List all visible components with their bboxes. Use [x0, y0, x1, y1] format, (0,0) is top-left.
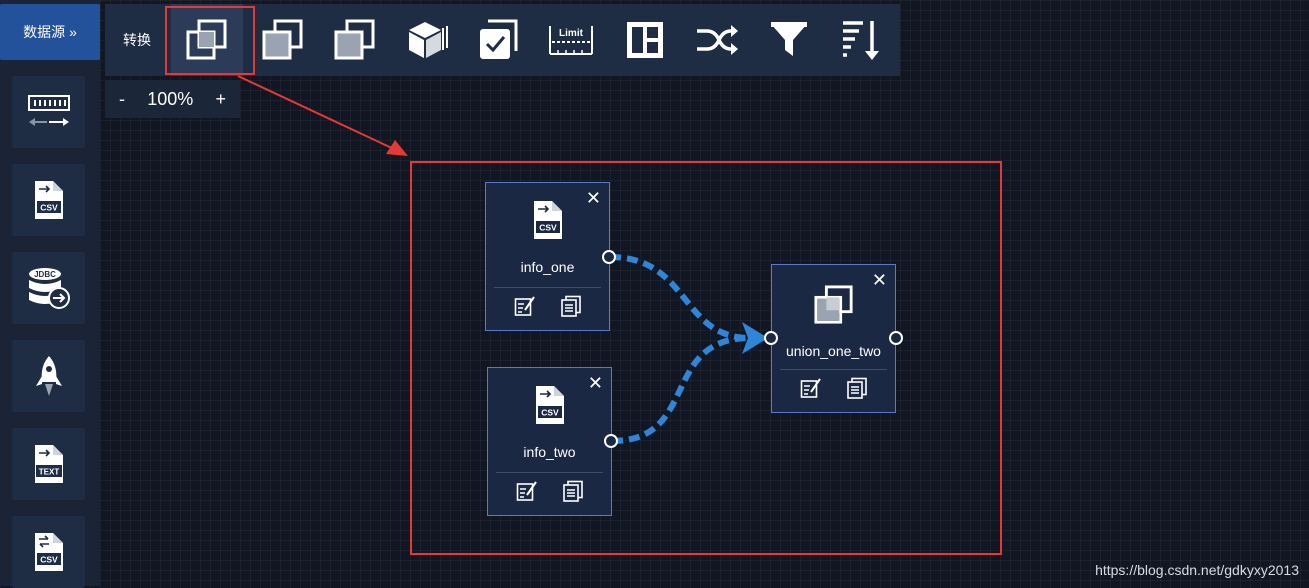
union-icon [813, 285, 853, 324]
csv-file-icon-2: CSV [34, 533, 63, 571]
sidebar-item-csv[interactable]: CSV [12, 164, 85, 236]
intersect-icon [262, 19, 303, 60]
sidebar-item-jdbc[interactable]: JDBC [12, 252, 85, 324]
union-tool-button[interactable] [171, 4, 243, 76]
node-divider [496, 472, 603, 473]
csv-file-icon: CSV [34, 181, 63, 219]
csv-badge-2: CSV [40, 555, 58, 565]
cube-icon [409, 22, 448, 58]
shuffle-icon [697, 25, 738, 55]
copy-icon[interactable] [846, 377, 868, 399]
watermark-text: https://blog.csdn.net/gdkyxy2013 [1095, 562, 1299, 578]
node-label: union_one_two [786, 343, 881, 359]
node-info-one[interactable]: ✕ CSV info_one [485, 182, 610, 331]
zoom-out-button[interactable]: - [119, 88, 125, 109]
sidebar-item-text[interactable]: TEXT [12, 428, 85, 500]
sidebar-title: 数据源 [23, 24, 66, 40]
copy-icon[interactable] [562, 480, 584, 502]
close-icon[interactable]: ✕ [585, 188, 601, 208]
output-port-union[interactable] [889, 331, 903, 345]
jdbc-database-icon: JDBC [28, 268, 70, 309]
csv-badge: CSV [539, 223, 557, 233]
output-port-info-two[interactable] [604, 434, 618, 448]
node-divider [780, 369, 887, 370]
csv-badge: CSV [541, 408, 559, 418]
edit-icon[interactable] [516, 480, 538, 502]
sidebar-item-csv-2[interactable]: CSV [12, 516, 85, 588]
ruler-data-icon [27, 95, 70, 126]
shuffle-tool-button[interactable] [681, 4, 753, 76]
subtract-icon [334, 19, 375, 60]
checkbox-icon [480, 19, 518, 59]
csv-file-icon: CSV [535, 386, 564, 424]
rocket-icon [35, 356, 62, 396]
sidebar: 数据源 » CSV J [0, 0, 100, 588]
intersect-tool-button[interactable] [247, 4, 319, 76]
grid-icon [627, 22, 663, 58]
sidebar-header[interactable]: 数据源 » [0, 4, 100, 60]
transform-toolbar: 转换 [105, 4, 900, 76]
csv-file-icon: CSV [533, 201, 562, 239]
input-port-union[interactable] [764, 331, 778, 345]
node-divider [494, 287, 601, 288]
edit-icon[interactable] [514, 295, 536, 317]
csv-badge: CSV [40, 203, 58, 213]
close-icon[interactable]: ✕ [871, 270, 887, 290]
highlight-union-tool [165, 6, 255, 75]
sidebar-item-ruler[interactable] [12, 76, 85, 148]
node-union-one-two[interactable]: ✕ union_one_two [771, 264, 896, 413]
edge-info-two-to-union[interactable] [611, 335, 751, 444]
node-label: info_two [523, 444, 576, 460]
highlight-canvas-region [410, 161, 1002, 555]
filter-tool-button[interactable] [753, 4, 825, 76]
copy-icon[interactable] [560, 295, 582, 317]
close-icon[interactable]: ✕ [587, 373, 603, 393]
text-file-icon: TEXT [34, 445, 63, 483]
node-info-two[interactable]: ✕ CSV info_two [487, 367, 612, 516]
limit-icon: Limit [549, 26, 593, 55]
expand-chevron-icon[interactable]: » [69, 24, 77, 40]
checkbox-tool-button[interactable] [463, 4, 535, 76]
zoom-in-button[interactable]: + [215, 88, 226, 109]
toolbar-label: 转换 [123, 32, 151, 48]
node-label: info_one [520, 259, 575, 275]
sort-tool-button[interactable] [825, 4, 897, 76]
edge-info-one-to-union[interactable] [609, 254, 751, 341]
union-icon [186, 19, 227, 60]
sort-icon [843, 21, 879, 60]
edit-icon[interactable] [800, 377, 822, 399]
limit-text: Limit [559, 28, 584, 39]
zoom-control: - 100% + [105, 80, 240, 118]
sidebar-item-rocket[interactable] [12, 340, 85, 412]
output-port-info-one[interactable] [602, 250, 616, 264]
cube-tool-button[interactable] [391, 4, 463, 76]
zoom-level: 100% [147, 88, 194, 109]
edge-arrowhead [742, 322, 768, 354]
filter-icon [771, 22, 807, 56]
limit-tool-button[interactable]: Limit [535, 4, 607, 76]
grid-tool-button[interactable] [609, 4, 681, 76]
jdbc-badge: JDBC [34, 270, 56, 279]
text-badge: TEXT [38, 468, 59, 477]
subtract-tool-button[interactable] [319, 4, 391, 76]
